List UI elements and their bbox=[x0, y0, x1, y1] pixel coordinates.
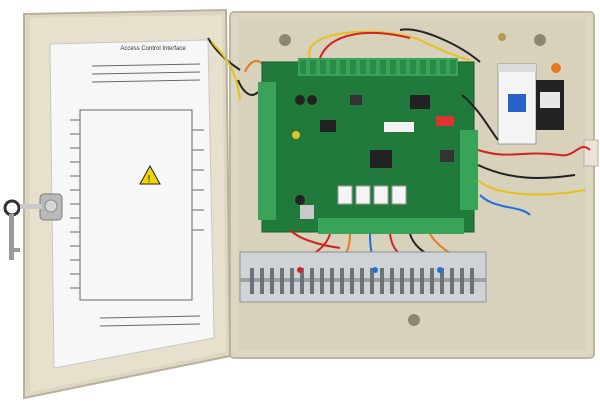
door-lock bbox=[39, 193, 63, 221]
circuit-breaker bbox=[497, 63, 537, 145]
warning-icon bbox=[139, 164, 161, 185]
wiring-diagram-sheet: ! bbox=[49, 39, 215, 369]
key-icon bbox=[3, 199, 42, 260]
wiring-top bbox=[237, 28, 481, 96]
controller-pcb bbox=[258, 58, 478, 234]
door-label-title: Access Control Interface bbox=[120, 46, 186, 52]
terminal-strip bbox=[239, 251, 487, 303]
wiring-right bbox=[461, 94, 591, 216]
svg-text:!: ! bbox=[147, 174, 151, 185]
power-relay bbox=[536, 63, 564, 130]
